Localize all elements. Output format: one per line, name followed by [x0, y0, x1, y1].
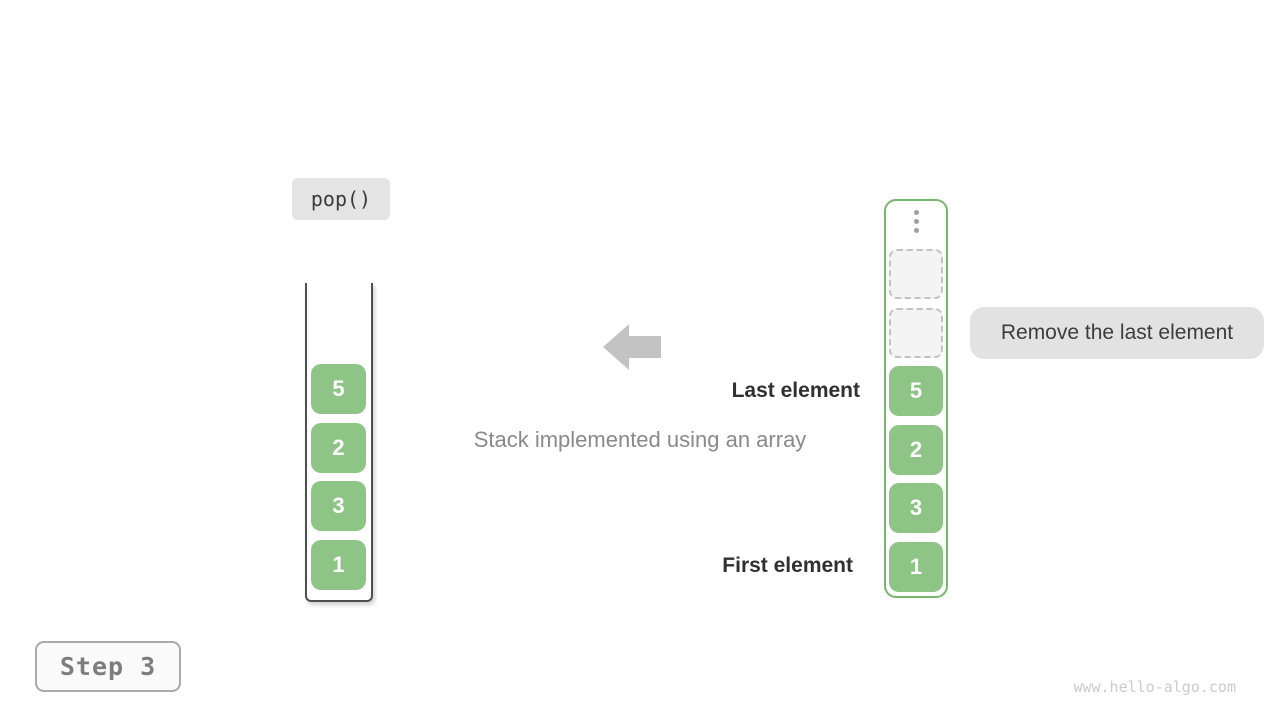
ellipsis-icon: [889, 210, 943, 233]
array-cell: 2: [889, 425, 943, 475]
stack-open-container: 5 2 3 1: [305, 283, 373, 602]
empty-array-slot: [889, 308, 943, 358]
operation-label: pop(): [310, 187, 372, 211]
array-cell: 1: [889, 542, 943, 592]
diagram-caption: Stack implemented using an array: [473, 427, 807, 452]
last-element-label: Last element: [731, 379, 860, 402]
operation-tooltip: Remove the last element: [970, 307, 1264, 359]
watermark-text: www.hello-algo.com: [1073, 678, 1236, 696]
stack-cell: 5: [311, 364, 366, 414]
first-element-label: First element: [722, 554, 853, 577]
array-cell: 5: [889, 366, 943, 416]
left-arrow-icon: [603, 324, 661, 370]
stack-cell: 3: [311, 481, 366, 531]
stack-cell: 2: [311, 423, 366, 473]
empty-array-slot: [889, 249, 943, 299]
stack-cell: 1: [311, 540, 366, 590]
array-container: 5 2 3 1: [884, 199, 948, 598]
array-cell: 3: [889, 483, 943, 533]
operation-badge: pop(): [292, 178, 390, 220]
step-badge: Step 3: [35, 641, 181, 692]
